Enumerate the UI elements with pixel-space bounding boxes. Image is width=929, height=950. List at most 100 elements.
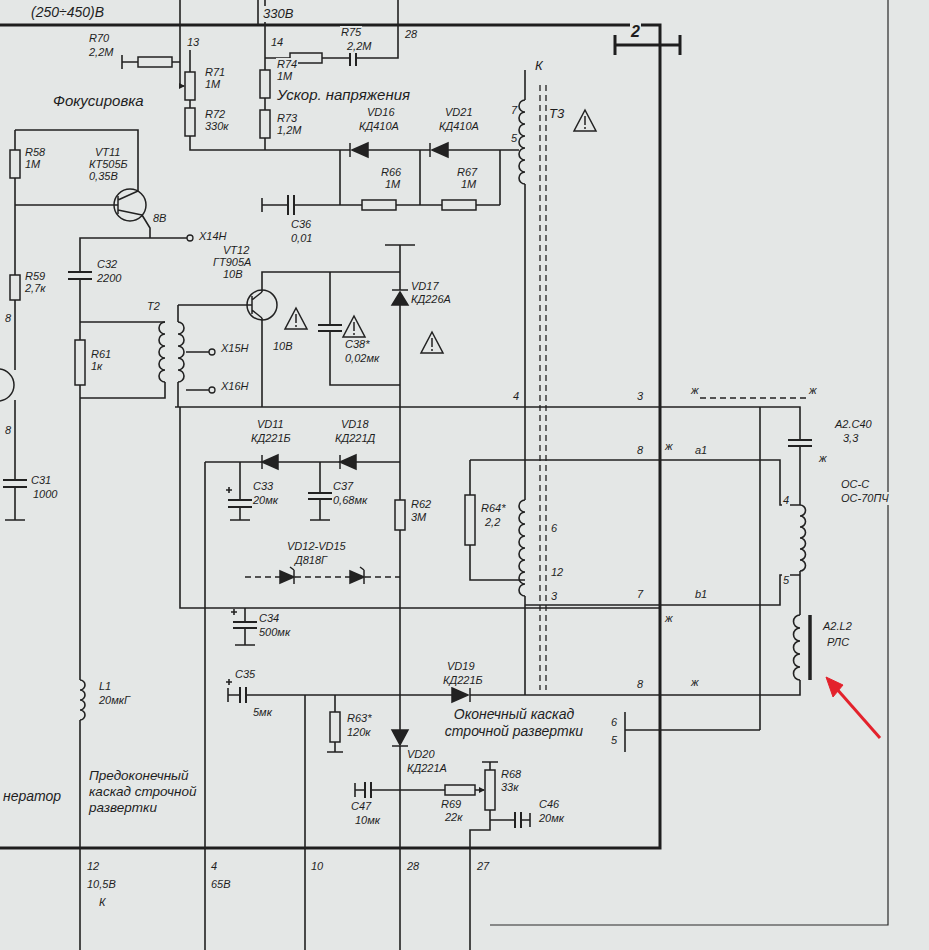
pin-number: 8 xyxy=(4,312,12,325)
voltage-label: 8В xyxy=(152,212,167,225)
pin-number: 5 xyxy=(782,574,790,587)
test-point: Х15Н xyxy=(220,342,250,355)
warning-symbol xyxy=(295,314,297,327)
diode-symbol xyxy=(392,289,408,291)
resistor-symbol xyxy=(485,770,495,810)
warning-symbol xyxy=(285,308,307,329)
diode-symbol xyxy=(349,143,351,157)
part-label: VD18 xyxy=(340,418,370,431)
pin-number: 27 xyxy=(476,860,490,873)
terminal-symbol xyxy=(209,349,215,355)
wire xyxy=(524,70,526,695)
voltage-label: (250÷450)В xyxy=(30,4,105,21)
part-label: VD20 xyxy=(406,748,436,761)
wiper-arrow xyxy=(179,83,485,793)
part-label: С46 xyxy=(538,798,560,811)
wire xyxy=(228,688,660,702)
part-label: С36 xyxy=(290,218,312,231)
coil-symbol xyxy=(519,100,525,184)
part-label: R63* xyxy=(346,712,372,725)
transistor-symbol xyxy=(0,369,14,401)
terminal-symbol xyxy=(209,387,215,393)
wire-mark: ж xyxy=(690,676,700,689)
diode-symbol xyxy=(261,455,263,469)
part-label: R70 xyxy=(88,32,110,45)
wire xyxy=(226,679,232,685)
wire xyxy=(327,695,343,752)
part-value: 0,02мк xyxy=(344,352,380,365)
diode-symbol xyxy=(392,745,408,747)
wire xyxy=(624,712,626,752)
terminal-symbol xyxy=(187,235,193,241)
part-label: R62 xyxy=(410,498,432,511)
wire xyxy=(305,695,400,950)
wire xyxy=(80,322,165,398)
part-value: КД410А xyxy=(358,120,400,133)
part-label: VD11 xyxy=(256,418,285,431)
pin-number: 6 xyxy=(610,716,618,729)
warning-symbol xyxy=(584,116,586,129)
pin-number: 8 xyxy=(4,424,12,437)
part-value: 2200 xyxy=(96,272,122,285)
capacitor-symbol xyxy=(308,493,332,499)
transistor-symbol xyxy=(118,191,142,215)
signal-name: b1 xyxy=(694,588,708,601)
wire xyxy=(400,762,498,950)
resistor-symbol xyxy=(330,712,340,742)
wire xyxy=(178,305,252,407)
wire xyxy=(226,462,250,520)
part-value: КД221Б xyxy=(250,432,292,445)
part-value: КД410А xyxy=(438,120,480,133)
function-note: Ускор. напряжения xyxy=(276,86,411,104)
resistor-symbol xyxy=(260,70,270,98)
part-value: 2,7к xyxy=(24,282,47,295)
wire xyxy=(355,783,400,797)
part-label: С33 xyxy=(252,480,274,493)
part-label: VD12-VD15 xyxy=(286,540,347,553)
wire xyxy=(625,407,800,730)
part-value: 330к xyxy=(204,120,230,133)
resistor-symbol xyxy=(442,200,476,210)
pin-number: 28 xyxy=(406,860,420,873)
wire xyxy=(122,0,184,86)
frame-line xyxy=(615,35,680,55)
transformer-core xyxy=(700,397,806,398)
part-label: VD19 xyxy=(446,660,476,673)
pointer-arrow xyxy=(826,677,880,738)
voltage-label: 330В xyxy=(262,6,294,22)
voltage-label: 10В xyxy=(272,340,294,353)
wire xyxy=(80,215,187,950)
resistor-symbol xyxy=(260,110,270,138)
diode-symbol xyxy=(280,571,294,583)
coil-symbol xyxy=(794,615,801,680)
pin-number: 12 xyxy=(550,566,564,579)
part-value: 120к xyxy=(346,726,372,739)
part-value: РЛС xyxy=(826,636,850,649)
resistor-symbol xyxy=(362,200,396,210)
capacitor-symbol xyxy=(228,500,252,507)
wire xyxy=(490,813,530,827)
wire xyxy=(330,272,400,385)
wire xyxy=(186,352,209,390)
part-value: 5мк xyxy=(252,706,273,719)
pin-label: К xyxy=(98,896,106,909)
wiper-arrow xyxy=(479,787,485,793)
transformer-core xyxy=(540,85,546,690)
part-value: 0,68мк xyxy=(332,494,368,507)
part-value: КД221Д xyxy=(334,432,376,445)
resistor-symbol xyxy=(185,108,195,136)
diode-symbol xyxy=(360,567,364,584)
part-label: L1 xyxy=(98,680,112,693)
pin-number: 7 xyxy=(636,588,644,601)
capacitor-symbol xyxy=(788,440,812,446)
wire xyxy=(5,0,800,950)
capacitor-symbol xyxy=(233,622,257,628)
pin-number: 10 xyxy=(310,860,324,873)
pin-number: 8 xyxy=(636,444,644,457)
wire xyxy=(15,130,138,370)
resistor-symbol xyxy=(138,57,172,67)
wire xyxy=(5,400,25,520)
resistor-symbol xyxy=(75,340,85,385)
part-label: R75 xyxy=(340,26,362,39)
transformer-core xyxy=(245,576,400,577)
